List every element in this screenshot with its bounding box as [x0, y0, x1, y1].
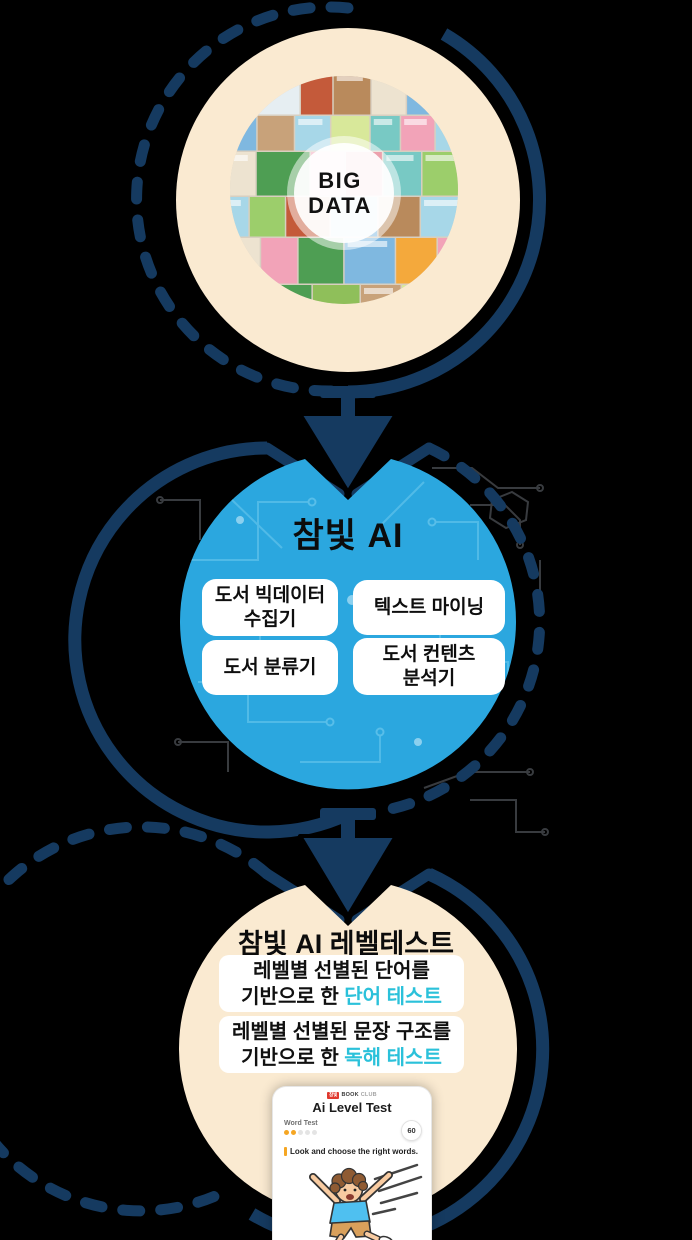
ai-feature-box: 도서 빅데이터 수집기	[202, 579, 338, 636]
arrow-down-icon	[298, 386, 398, 494]
ai-feature-box: 도서 컨텐츠 분석기	[353, 638, 505, 695]
leveltest-title: 참빛 AI 레벨테스트	[238, 929, 454, 959]
score-badge: 60	[401, 1119, 422, 1141]
ai-feature-box: 도서 분류기	[202, 640, 338, 695]
running-boy-illustration	[309, 1163, 423, 1240]
solid-arc	[248, 868, 550, 1240]
big-data-label: BIG DATA	[240, 168, 440, 218]
big-data-line2: DATA	[308, 193, 372, 218]
ai-blue-circle	[180, 459, 517, 790]
ai-circle-title: 참빛 AI	[292, 517, 404, 555]
box-label: 도서 컨텐츠	[382, 643, 476, 665]
progress-dot	[284, 1129, 289, 1135]
item-line2: 기반으로 한 독해 테스트	[219, 1045, 464, 1071]
app-title: Ai Level Test	[312, 1099, 392, 1115]
brand-text-light: CLUB	[360, 1092, 377, 1099]
instruction-row: Look and choose the right words.	[273, 1141, 431, 1156]
arrow-down-icon	[298, 808, 398, 918]
box-label: 도서 빅데이터	[214, 584, 326, 606]
progress-dot	[305, 1129, 310, 1135]
accent-bar	[284, 1146, 287, 1156]
big-data-line1: BIG	[318, 168, 362, 193]
ring-top-circle	[131, 1, 546, 399]
progress-dot	[298, 1129, 303, 1135]
item-line1: 레벨별 선별된 문장 구조를	[231, 1020, 452, 1043]
level-test-item: 레벨별 선별된 문장 구조를 기반으로 한 독해 테스트	[219, 1016, 464, 1073]
box-label: 텍스트 마이닝	[373, 596, 485, 618]
brand-badge: 참빛	[327, 1092, 340, 1099]
item-highlight: 단어 테스트	[344, 985, 442, 1008]
bigdata-badge	[294, 143, 394, 243]
level-test-item: 레벨별 선별된 단어를 기반으로 한 단어 테스트	[219, 955, 464, 1012]
ai-feature-box: 텍스트 마이닝	[353, 580, 505, 635]
test-status-left: Word Test	[284, 1120, 318, 1135]
test-status-row: Word Test 60	[273, 1115, 431, 1141]
motion-lines-icon	[371, 1163, 423, 1215]
brand-text-bold: BOOK	[341, 1092, 359, 1099]
dashed-arc	[131, 1, 354, 397]
progress-dot	[312, 1129, 317, 1135]
item-highlight: 독해 테스트	[344, 1046, 442, 1069]
item-line2: 기반으로 한 단어 테스트	[219, 984, 464, 1010]
item-line1: 레벨별 선별된 단어를	[253, 959, 430, 982]
progress-dot	[291, 1129, 296, 1135]
box-label: 분석기	[402, 667, 456, 689]
box-label: 도서 분류기	[223, 656, 317, 678]
solid-arc	[68, 441, 351, 839]
item-line2-prefix: 기반으로 한	[241, 985, 345, 1008]
solid-arc	[347, 28, 546, 399]
instruction-text: Look and choose the right words.	[290, 1146, 419, 1156]
section-label: Word Test	[284, 1119, 318, 1127]
progress-dots	[284, 1129, 318, 1135]
dashed-arc	[0, 821, 273, 1217]
box-label: 수집기	[243, 608, 297, 630]
item-line2-prefix: 기반으로 한	[241, 1046, 345, 1069]
dashed-arc	[375, 442, 546, 817]
